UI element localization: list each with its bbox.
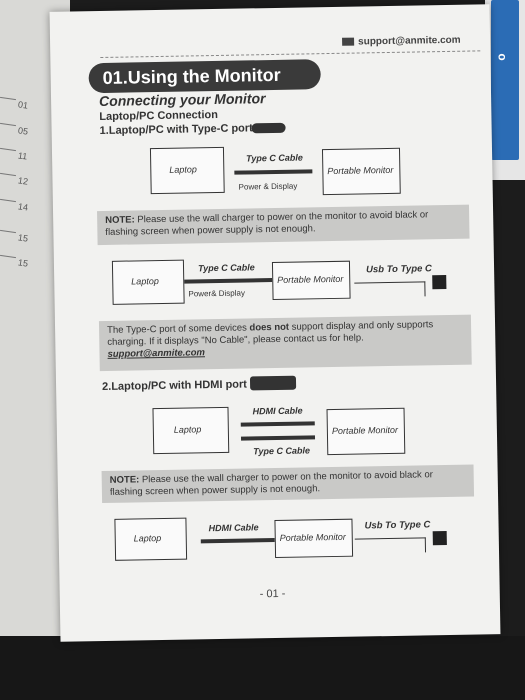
wall-plug-icon xyxy=(432,275,447,290)
section-title: 01.Using the Monitor xyxy=(88,59,321,94)
monitor-illustration: Portable Monitor xyxy=(326,407,406,456)
tab-number: 12 xyxy=(17,175,29,187)
laptop-label: Laptop xyxy=(131,276,159,287)
monitor-label: Portable Monitor xyxy=(279,531,346,543)
tab-number: 05 xyxy=(17,125,29,137)
page-number: - 01 - xyxy=(259,587,286,601)
wall-plug-icon xyxy=(432,531,447,546)
tab-number: 14 xyxy=(17,201,29,213)
typec-port-icon xyxy=(251,122,286,134)
note-box: NOTE: Please use the wall charger to pow… xyxy=(97,204,470,246)
note-label: NOTE: xyxy=(109,474,140,486)
tab-number: 15 xyxy=(17,232,29,244)
typec-cable xyxy=(234,169,313,175)
hdmi-cable-label: HDMI Cable xyxy=(208,522,259,534)
usb-cable-label: Usb To Type C xyxy=(365,263,432,276)
monitor-label: Portable Monitor xyxy=(327,164,394,177)
cable-function-label: Power& Display xyxy=(188,288,246,299)
info-box: The Type-C port of some devices does not… xyxy=(98,314,472,372)
note-label: NOTE: xyxy=(105,214,135,226)
note-text: Please use the wall charger to power on … xyxy=(105,209,429,238)
laptop-illustration: Laptop xyxy=(149,146,225,195)
monitor-label: Portable Monitor xyxy=(331,424,399,437)
laptop-label: Laptop xyxy=(173,424,202,435)
monitor-illustration: Portable Monitor xyxy=(274,518,354,559)
divider xyxy=(100,50,481,59)
laptop-label: Laptop xyxy=(133,533,162,544)
monitor-illustration: Portable Monitor xyxy=(271,260,351,301)
usb-cable-label: Usb To Type C xyxy=(364,519,431,532)
usb-wire xyxy=(354,537,427,554)
monitor-label: Portable Monitor xyxy=(277,273,344,285)
info-text-bold: does not xyxy=(249,321,290,334)
mail-icon xyxy=(342,37,355,47)
hdmi-port-icon xyxy=(249,375,297,391)
cable-function-label: Power & Display xyxy=(238,181,298,192)
book-spine-text: o xyxy=(495,53,510,61)
cable-label: Type C Cable xyxy=(246,152,303,164)
section-subtitle: Connecting your Monitor xyxy=(98,90,266,110)
laptop-illustration: Laptop xyxy=(152,406,230,455)
monitor-illustration: Portable Monitor xyxy=(321,147,401,196)
hdmi-heading: 2.Laptop/PC with HDMI port xyxy=(101,378,248,394)
connection-heading: Laptop/PC Connection xyxy=(99,108,219,124)
hdmi-cable xyxy=(200,538,275,544)
cable-label: Type C Cable xyxy=(197,262,255,274)
typec-cable xyxy=(184,278,273,284)
hdmi-cable xyxy=(240,421,315,427)
typec-cable-label: Type C Cable xyxy=(253,445,311,457)
support-email-link[interactable]: support@anmite.com xyxy=(107,347,206,360)
support-email-header: support@anmite.com xyxy=(342,35,461,48)
usb-wire xyxy=(354,281,426,298)
note-text: Please use the wall charger to power on … xyxy=(109,469,433,498)
tab-number: 01 xyxy=(17,99,29,111)
table-surface xyxy=(0,636,525,700)
manual-page: support@anmite.com 01.Using the Monitor … xyxy=(49,4,501,642)
typec-cable xyxy=(240,435,316,441)
tab-number: 11 xyxy=(17,150,28,162)
note-box: NOTE: Please use the wall charger to pow… xyxy=(101,464,475,504)
laptop-illustration: Laptop xyxy=(114,517,188,561)
hdmi-cable-label: HDMI Cable xyxy=(252,405,303,417)
typec-heading: 1.Laptop/PC with Type-C port xyxy=(99,122,253,138)
laptop-label: Laptop xyxy=(169,164,197,175)
laptop-illustration: Laptop xyxy=(111,259,185,305)
tab-number: 15 xyxy=(17,257,29,269)
